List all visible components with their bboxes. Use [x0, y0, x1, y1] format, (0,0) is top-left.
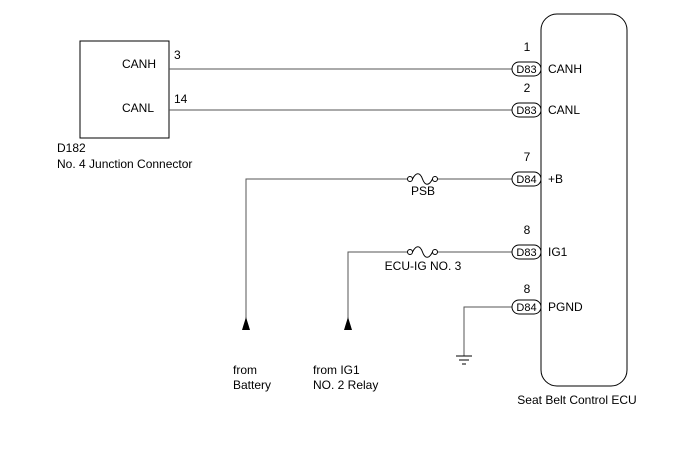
- junction-pin-number-canl: 14: [174, 92, 188, 106]
- fuse-psb-label: PSB: [411, 184, 435, 198]
- fuse-psb: PSB: [407, 173, 438, 198]
- ecu-pin-2: 2 D83 CANL: [511, 81, 580, 118]
- ecu-pin-8-pgnd: 8 D84 PGND: [511, 282, 583, 315]
- ecu-pin-8-ig1: 8 D83 IG1: [511, 223, 568, 260]
- wire-ground: [463, 306, 512, 356]
- junction-connector: CANH CANL 3 14 D182 No. 4 Junction Conne…: [57, 40, 192, 171]
- ecu-pin-number: 1: [524, 40, 531, 54]
- ground-icon: [456, 355, 472, 365]
- arrow-up-icon: [242, 317, 250, 330]
- connector-badge-label: D83: [516, 105, 536, 117]
- junction-connector-id: D182: [57, 141, 86, 155]
- ecu-pin-number: 7: [524, 150, 531, 164]
- ecu-pin-label: CANH: [548, 62, 582, 76]
- connector-badge-label: D83: [516, 247, 536, 259]
- connector-badge-label: D83: [516, 64, 536, 76]
- ecu-pin-number: 8: [524, 282, 531, 296]
- ecu-box: [540, 13, 628, 387]
- junction-pin-label-canh: CANH: [122, 57, 156, 71]
- connector-badge: [511, 299, 542, 315]
- source-ig1-relay: from IG1 NO. 2 Relay: [313, 363, 378, 392]
- ecu-pin-number: 8: [524, 223, 531, 237]
- ecu-name: Seat Belt Control ECU: [517, 393, 636, 407]
- ecu-pin-7: 7 D84 +B: [511, 150, 563, 187]
- connector-badge-label: D84: [516, 174, 536, 186]
- wires: [169, 68, 512, 356]
- junction-pin-number-canh: 3: [174, 48, 181, 62]
- junction-pin-label-canl: CANL: [122, 101, 154, 115]
- wire-battery: [245, 178, 408, 322]
- connector-badge: [511, 102, 542, 118]
- ecu-pin-label: IG1: [548, 245, 568, 259]
- fuse-ecu-ig: ECU-IG NO. 3: [385, 246, 462, 273]
- source-battery-line1: from: [233, 363, 257, 377]
- wire-ig1: [347, 251, 408, 322]
- seat-belt-control-ecu: Seat Belt Control ECU: [517, 13, 637, 407]
- connector-badge: [511, 171, 542, 187]
- connector-badge-label: D84: [516, 302, 536, 314]
- junction-connector-name: No. 4 Junction Connector: [57, 157, 192, 171]
- source-ig1-line2: NO. 2 Relay: [313, 378, 378, 392]
- ecu-pin-number: 2: [524, 81, 531, 95]
- junction-connector-box: [79, 40, 170, 139]
- source-battery: from Battery: [233, 363, 271, 392]
- arrow-up-icon: [344, 317, 352, 330]
- ecu-pin-label: CANL: [548, 103, 580, 117]
- source-ig1-line1: from IG1: [313, 363, 360, 377]
- ecu-pin-1: 1 D83 CANH: [511, 40, 582, 77]
- source-battery-line2: Battery: [233, 378, 271, 392]
- ecu-pin-label: PGND: [548, 300, 583, 314]
- fuse-ecu-ig-label: ECU-IG NO. 3: [385, 259, 462, 273]
- connector-badge: [511, 61, 542, 77]
- connector-badge: [511, 244, 542, 260]
- ecu-pin-label: +B: [548, 172, 563, 186]
